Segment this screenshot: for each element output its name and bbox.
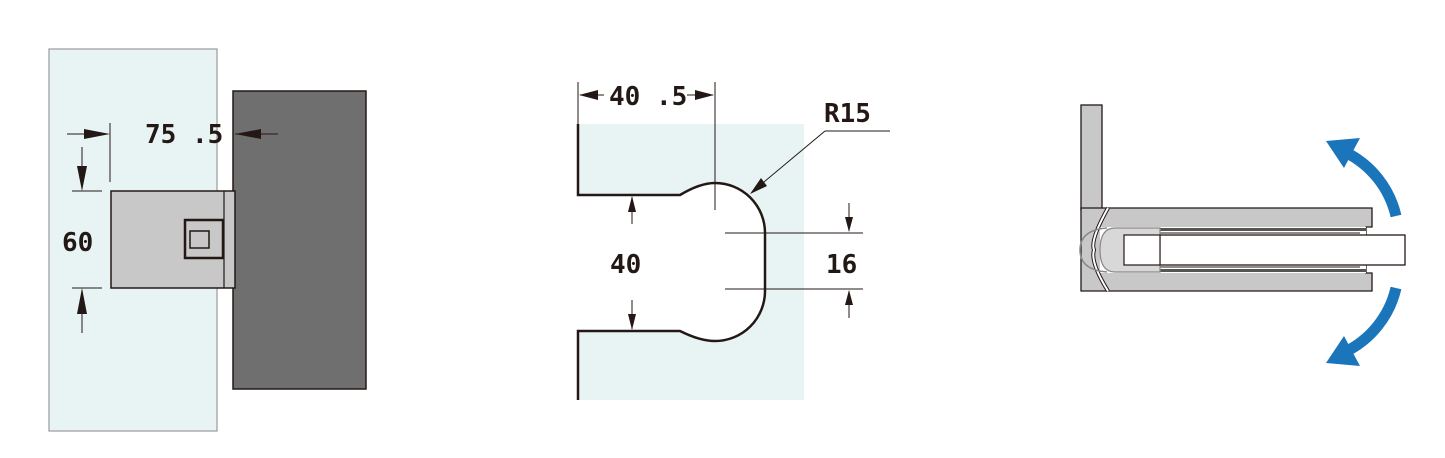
dim-40: 40 [610, 250, 641, 280]
hinge-body [110, 190, 236, 289]
side-view-drawing: 75 .5 60 [48, 48, 367, 432]
swing-arrows-icon [1326, 138, 1402, 366]
swing-view-drawing [1079, 104, 1406, 366]
glass-cutout-panel: 40 .5 R15 40 16 [540, 0, 940, 458]
glass-door [1119, 234, 1406, 266]
wall-profile [1080, 104, 1103, 211]
arrow-down-icon [628, 314, 636, 330]
arrow-right-icon [695, 90, 714, 100]
seal-bulb [1079, 227, 1108, 273]
glass-cutout-drawing: 40 .5 R15 40 16 [576, 82, 890, 400]
dim-r15: R15 [824, 99, 871, 129]
dim-16: 16 [826, 250, 857, 280]
swing-view-panel [1040, 0, 1445, 458]
arrow-up-icon [628, 196, 636, 212]
arrow-up-icon [77, 288, 87, 314]
dim-75-5: 75 .5 [145, 120, 223, 150]
arrow-down-icon [77, 166, 87, 191]
wall-block [232, 90, 367, 390]
arrow-right-icon [84, 129, 110, 139]
dim-60: 60 [62, 228, 93, 258]
side-view-panel: 75 .5 60 [0, 0, 420, 458]
arrow-left-icon [579, 90, 598, 100]
dim-40-5: 40 .5 [609, 82, 687, 112]
arrow-left-icon [235, 129, 261, 139]
arrow-up-icon [845, 290, 853, 305]
cutout-outline [576, 124, 767, 400]
mounting-bracket [183, 218, 225, 260]
leader-arrow-icon [750, 178, 767, 194]
arrow-down-icon [845, 217, 853, 232]
